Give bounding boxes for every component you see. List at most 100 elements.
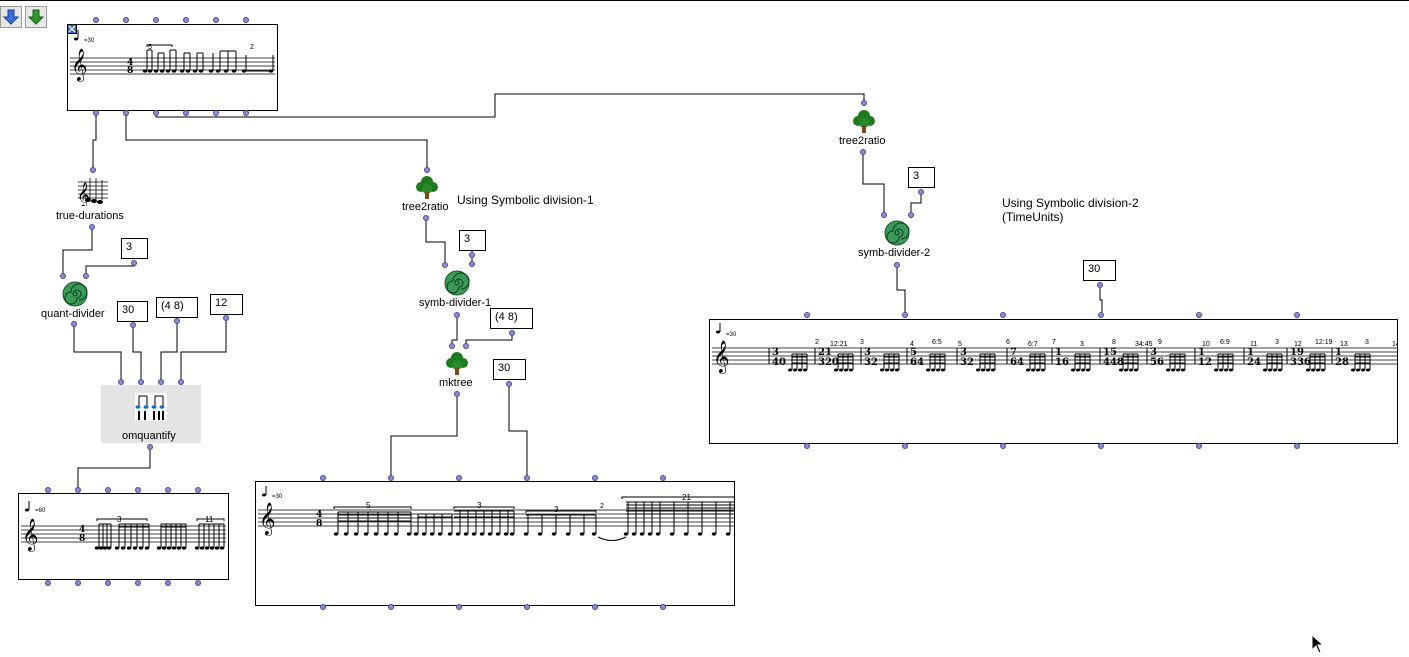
connection-port[interactable] <box>449 343 455 349</box>
connection-port[interactable] <box>320 604 326 610</box>
middle-score-box[interactable]: 𝄞 =30 4 8 5 3 3 2 21 <box>255 481 735 606</box>
connection-port[interactable] <box>147 444 153 450</box>
connection-port[interactable] <box>223 315 229 321</box>
connection-port[interactable] <box>105 580 111 586</box>
connection-port[interactable] <box>45 487 51 493</box>
connection-port[interactable] <box>1000 443 1006 449</box>
connection-port[interactable] <box>83 273 89 279</box>
connection-port[interactable] <box>60 273 66 279</box>
connection-port[interactable] <box>660 604 666 610</box>
connection-port[interactable] <box>592 475 598 481</box>
connection-port[interactable] <box>456 604 462 610</box>
true-durations-icon[interactable]: 𝄞 <box>76 174 110 206</box>
connection-port[interactable] <box>183 110 189 116</box>
top-score-box[interactable]: 𝄞 =30 4 8 5 2 <box>67 24 278 111</box>
connection-port[interactable] <box>1196 312 1202 318</box>
connection-port[interactable] <box>592 604 598 610</box>
connection-port[interactable] <box>463 343 469 349</box>
connection-port[interactable] <box>178 379 184 385</box>
spiral-icon[interactable] <box>884 220 910 246</box>
connection-port[interactable] <box>45 580 51 586</box>
connection-port[interactable] <box>320 475 326 481</box>
connection-port[interactable] <box>75 487 81 493</box>
connection-port[interactable] <box>75 580 81 586</box>
connection-port[interactable] <box>71 321 77 327</box>
connection-port[interactable] <box>881 212 887 218</box>
connection-port[interactable] <box>388 475 394 481</box>
connection-port[interactable] <box>1196 443 1202 449</box>
connection-port[interactable] <box>158 379 164 385</box>
connection-port[interactable] <box>1000 312 1006 318</box>
connection-port[interactable] <box>804 443 810 449</box>
tree-icon[interactable] <box>445 350 469 376</box>
connection-port[interactable] <box>213 110 219 116</box>
connection-port[interactable] <box>1098 312 1104 318</box>
connection-port[interactable] <box>138 379 144 385</box>
connection-port[interactable] <box>123 110 129 116</box>
right-tempo-box[interactable]: 30 <box>1083 260 1116 281</box>
connection-port[interactable] <box>183 17 189 23</box>
connection-port[interactable] <box>861 100 867 106</box>
connection-port[interactable] <box>524 604 530 610</box>
symb-divider-2-input-box[interactable]: 3 <box>908 167 935 188</box>
omquantify-tempo-box[interactable]: 30 <box>117 301 148 322</box>
connection-port[interactable] <box>509 330 515 336</box>
arrow-down-green-button[interactable] <box>25 6 47 28</box>
connection-port[interactable] <box>165 580 171 586</box>
connection-port[interactable] <box>165 487 171 493</box>
omquantify-signature-box[interactable]: (4 8) <box>156 297 198 318</box>
connection-port[interactable] <box>105 487 111 493</box>
left-score-box[interactable]: 𝄞 =60 4 8 3 11 <box>18 493 229 580</box>
connection-port[interactable] <box>423 215 429 221</box>
connection-port[interactable] <box>243 17 249 23</box>
connection-port[interactable] <box>195 487 201 493</box>
connection-port[interactable] <box>908 212 914 218</box>
connection-port[interactable] <box>804 312 810 318</box>
connection-port[interactable] <box>93 17 99 23</box>
connection-port[interactable] <box>454 312 460 318</box>
close-icon[interactable] <box>67 24 77 34</box>
connection-port[interactable] <box>469 252 475 258</box>
connection-port[interactable] <box>424 167 430 173</box>
connection-port[interactable] <box>456 475 462 481</box>
quant-divider-input-box[interactable]: 3 <box>121 238 148 259</box>
connection-port[interactable] <box>894 262 900 268</box>
arrow-down-blue-button[interactable] <box>0 6 22 28</box>
connection-port[interactable] <box>135 487 141 493</box>
connection-port[interactable] <box>174 318 180 324</box>
omquantify-max-box[interactable]: 12 <box>210 294 243 315</box>
connection-port[interactable] <box>506 381 512 387</box>
tree-icon[interactable] <box>415 174 439 200</box>
connection-port[interactable] <box>860 149 866 155</box>
connection-port[interactable] <box>454 391 460 397</box>
tree-icon[interactable] <box>852 108 876 134</box>
connection-port[interactable] <box>660 475 666 481</box>
connection-port[interactable] <box>118 379 124 385</box>
connection-port[interactable] <box>918 189 924 195</box>
spiral-icon[interactable] <box>444 270 470 296</box>
connection-port[interactable] <box>89 224 95 230</box>
mktree-signature-box[interactable]: (4 8) <box>490 308 533 329</box>
connection-port[interactable] <box>1294 443 1300 449</box>
connection-port[interactable] <box>195 580 201 586</box>
connection-port[interactable] <box>524 475 530 481</box>
connection-port[interactable] <box>1098 443 1104 449</box>
connection-port[interactable] <box>1097 282 1103 288</box>
connection-port[interactable] <box>93 110 99 116</box>
connection-port[interactable] <box>243 110 249 116</box>
connection-port[interactable] <box>123 17 129 23</box>
mktree-tempo-box[interactable]: 30 <box>493 359 526 380</box>
connection-port[interactable] <box>388 604 394 610</box>
connection-port[interactable] <box>153 17 159 23</box>
connection-port[interactable] <box>153 110 159 116</box>
connection-port[interactable] <box>213 17 219 23</box>
connection-port[interactable] <box>1294 312 1300 318</box>
connection-port[interactable] <box>469 261 475 267</box>
connection-port[interactable] <box>135 580 141 586</box>
connection-port[interactable] <box>131 260 137 266</box>
connection-port[interactable] <box>442 262 448 268</box>
connection-port[interactable] <box>902 312 908 318</box>
connection-port[interactable] <box>90 167 96 173</box>
symb-divider-1-input-box[interactable]: 3 <box>459 230 486 251</box>
